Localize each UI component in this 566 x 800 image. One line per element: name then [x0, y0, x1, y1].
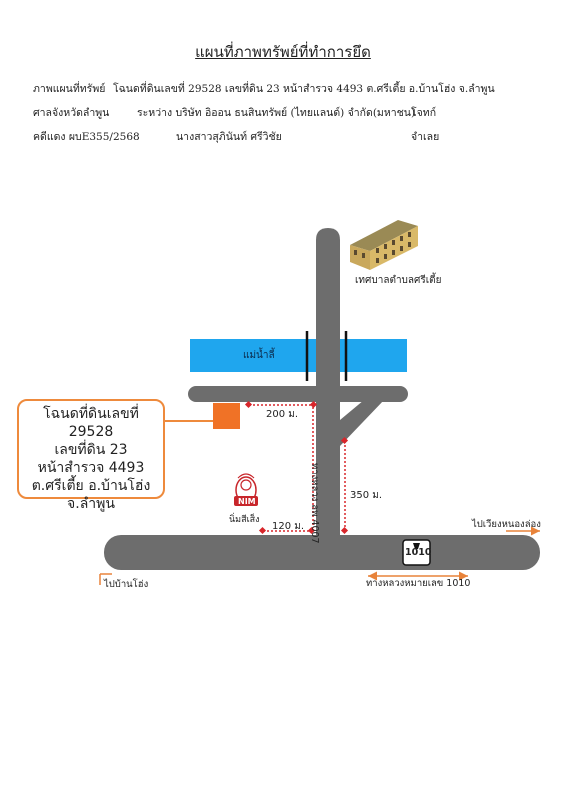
direction-left-label: ไปบ้านโฮ่ง [104, 579, 149, 590]
road-diagonal [340, 400, 384, 446]
callout-land-number: เลขที่ดิน 23 [54, 442, 128, 458]
distance-marker [307, 526, 316, 535]
callout-deed-number: โฉนดที่ดินเลขที่ 29528 [43, 406, 139, 440]
distance-350-label: 350 ม. [350, 490, 383, 501]
distance-120-label: 120 ม. [272, 521, 305, 532]
header-plaintiff-role: โจทก์ [411, 107, 437, 119]
header-deed-info: โฉนดที่ดินเลขที่ 29528 เลขที่ดิน 23 หน้า… [113, 83, 495, 95]
page-title: แผนที่ภาพทรัพย์ที่ทำการยึด [195, 43, 371, 61]
header-defendant-role: จำเลย [411, 131, 440, 143]
header-property-label: ภาพแผนที่ทรัพย์ [33, 83, 106, 95]
distance-marker [244, 400, 253, 409]
callout-survey-page: หน้าสำรวจ 4493 [37, 460, 145, 476]
distance-200-label: 200 ม. [266, 409, 299, 420]
property-plot [213, 403, 240, 429]
road-highway-1010 [104, 535, 540, 570]
route-1010-number: 1010 [405, 547, 432, 558]
header-court: ศาลจังหวัดลำพูน [33, 107, 110, 119]
property-callout: โฉนดที่ดินเลขที่ 29528 เลขที่ดิน 23 หน้า… [17, 399, 165, 512]
route-1010-shield-icon [402, 539, 431, 566]
river [190, 339, 407, 372]
header-defendant: นางสาวสุภินันท์ ศรีวิชัย [176, 131, 282, 143]
distance-marker [258, 526, 267, 535]
callout-province: จ.ลำพูน [67, 496, 115, 512]
header-parties: ระหว่าง บริษัท อิออน ธนสินทรัพย์ (ไทยแลน… [137, 107, 416, 119]
direction-right-label: ไปเวียงหนองล่อง [472, 519, 541, 530]
highway-1010-label: ทางหลวงหมายเลข 1010 [366, 578, 471, 589]
municipality-building-icon [350, 220, 418, 270]
road-4007-label: ทางหลวง ลพ 4007 [309, 463, 320, 544]
municipality-label: เทศบาลตำบลศรีเตี้ย [355, 275, 442, 286]
distance-marker [340, 526, 349, 535]
nim-lion-logo-icon [234, 473, 258, 506]
river-label: แม่น้ำลี้ [243, 350, 275, 361]
callout-subdistrict: ต.ศรีเตี้ย อ.บ้านโฮ่ง [31, 478, 151, 494]
nim-logo-text: NIM [238, 497, 256, 506]
header-case-number: คดีแดง ผบE355/2568 [33, 131, 140, 143]
nim-label: นิ่มสีเส็ง [229, 515, 260, 525]
distance-marker [309, 400, 318, 409]
road-upper [188, 386, 408, 402]
distance-marker [340, 436, 349, 445]
